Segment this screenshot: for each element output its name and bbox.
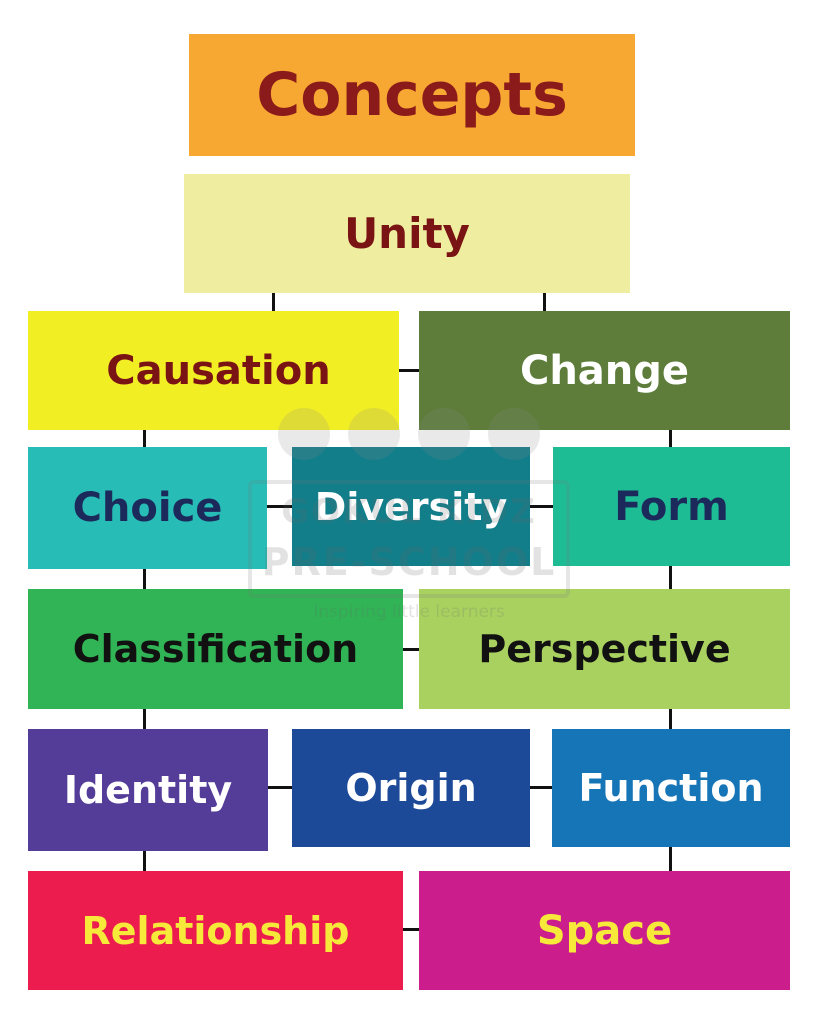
connector-function-space: [669, 847, 672, 871]
connector-form-perspective: [669, 566, 672, 589]
title-box: Concepts: [189, 34, 635, 156]
concept-label-causation: Causation: [106, 347, 331, 394]
connector-unity-causation: [272, 293, 275, 311]
connector-identity-origin: [268, 786, 292, 789]
connector-identity-relationship: [143, 851, 146, 871]
connector-choice-diversity: [267, 505, 292, 508]
concept-box-classification: Classification: [28, 589, 403, 709]
concept-label-identity: Identity: [63, 768, 233, 812]
connector-unity-change: [543, 293, 546, 311]
concept-box-change: Change: [419, 311, 790, 430]
concept-box-causation: Causation: [28, 311, 399, 430]
concept-label-classification: Classification: [72, 627, 359, 671]
concept-label-function: Function: [578, 766, 764, 810]
concept-box-origin: Origin: [292, 729, 530, 847]
concept-box-space: Space: [419, 871, 790, 990]
concept-label-unity: Unity: [344, 209, 470, 258]
connector-choice-classification: [143, 569, 146, 589]
connector-origin-function: [530, 786, 552, 789]
concept-label-space: Space: [536, 907, 673, 954]
concept-label-choice: Choice: [72, 485, 223, 531]
concept-box-perspective: Perspective: [419, 589, 790, 709]
connector-change-form: [669, 430, 672, 447]
concept-label-origin: Origin: [345, 766, 477, 810]
concept-label-relationship: Relationship: [81, 908, 350, 953]
concept-label-diversity: Diversity: [314, 484, 508, 529]
concept-box-relationship: Relationship: [28, 871, 403, 990]
concept-label-change: Change: [519, 347, 690, 394]
connector-classification-identity: [143, 709, 146, 729]
connector-causation-change: [399, 369, 419, 372]
concept-box-unity: Unity: [184, 174, 630, 293]
connector-diversity-form: [530, 505, 553, 508]
concept-label-form: Form: [614, 483, 729, 530]
connector-perspective-function: [669, 709, 672, 729]
concept-box-identity: Identity: [28, 729, 268, 851]
concept-box-choice: Choice: [28, 447, 267, 569]
connector-causation-choice: [143, 430, 146, 447]
concept-box-form: Form: [553, 447, 790, 566]
connector-classification-perspective: [403, 648, 419, 651]
concept-label-perspective: Perspective: [478, 627, 731, 671]
connector-relationship-space: [403, 928, 419, 931]
concept-box-function: Function: [552, 729, 790, 847]
page-title: Concepts: [256, 60, 568, 130]
concept-box-diversity: Diversity: [292, 447, 530, 566]
